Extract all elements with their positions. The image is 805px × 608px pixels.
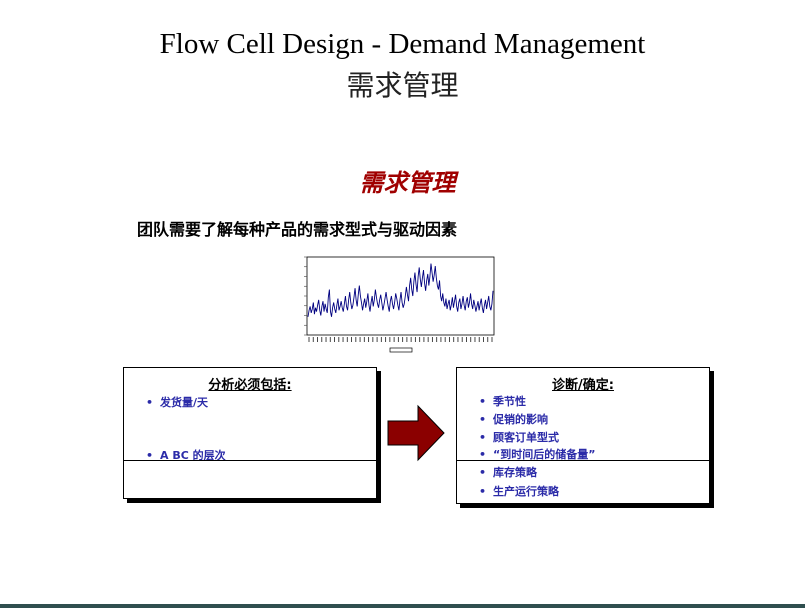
diagnosis-item: •库存策略 (479, 466, 537, 479)
right-arrow-icon (387, 404, 445, 462)
bullet-icon: • (479, 466, 487, 479)
bullet-icon: • (479, 485, 487, 498)
bullet-icon: • (146, 396, 154, 409)
slide-title-english: Flow Cell Design - Demand Management (159, 28, 646, 60)
diagnosis-item: •“到时间后的储备量” (479, 448, 596, 461)
diagnosis-item: •顾客订单型式 (479, 431, 559, 444)
bullet-icon: • (479, 448, 487, 461)
bullet-icon: • (146, 449, 154, 462)
slide-subtitle: 需求管理 (359, 168, 456, 197)
bullet-icon: • (479, 413, 487, 426)
bottom-rule (0, 604, 805, 608)
chart-axis-label-box (389, 347, 413, 353)
diagnosis-item: •生产运行策略 (479, 485, 559, 498)
diagnosis-item: •促销的影响 (479, 413, 548, 426)
demand-chart-svg (304, 256, 495, 353)
analysis-item: •发货量/天 (146, 396, 209, 409)
intro-statement: 团队需要了解每种产品的需求型式与驱动因素 (137, 220, 458, 239)
diagnosis-item: •季节性 (479, 395, 526, 408)
diagnosis-box-title: 诊断/确定: (552, 378, 614, 393)
bullet-icon: • (479, 395, 487, 408)
analysis-item: •A BC 的层次 (146, 449, 226, 462)
slide-title-chinese: 需求管理 (346, 69, 459, 102)
diagnosis-box-divider (457, 460, 709, 461)
diagnosis-box: 诊断/确定: •季节性 •促销的影响 •顾客订单型式 •“到时间后的储备量” •… (456, 367, 710, 504)
analysis-box: 分析必须包括: •发货量/天 •A BC 的层次 (123, 367, 377, 499)
chart-series-line (307, 263, 494, 317)
bullet-icon: • (479, 431, 487, 444)
analysis-box-title: 分析必须包括: (208, 378, 292, 393)
demand-chart (295, 252, 500, 357)
analysis-box-divider (124, 460, 376, 461)
